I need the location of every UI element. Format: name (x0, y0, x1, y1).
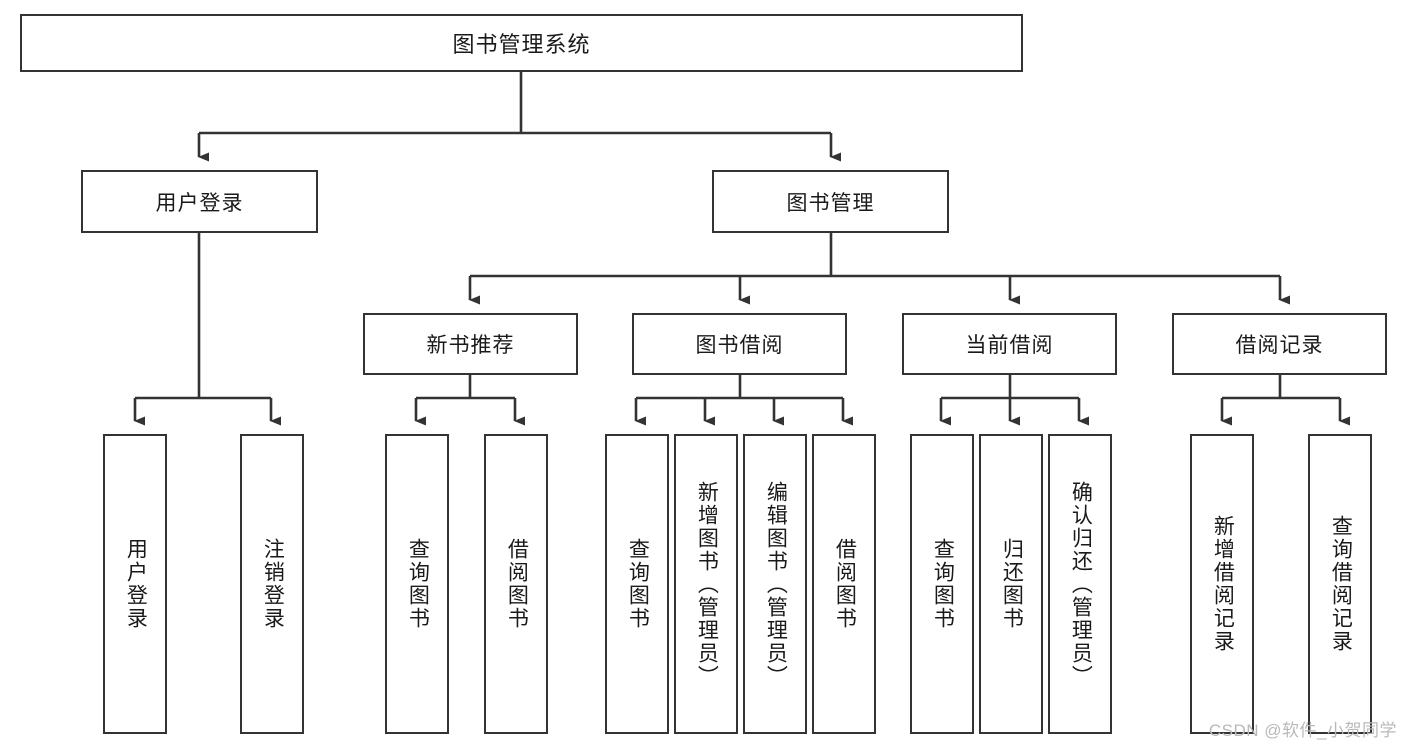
node-label: 用户登录 (155, 191, 244, 215)
leaf-query-books-borrowing[interactable]: 查询图书 (605, 434, 669, 734)
leaf-return-books[interactable]: 归还图书 (979, 434, 1043, 734)
node-label: 新增图书（管理员） (695, 480, 719, 688)
leaf-logout[interactable]: 注销登录 (240, 434, 304, 734)
node-label: 用户登录 (124, 538, 148, 630)
node-borrow-records[interactable]: 借阅记录 (1172, 313, 1387, 375)
leaf-edit-book-admin[interactable]: 编辑图书（管理员） (743, 434, 807, 734)
leaf-query-books-recommend[interactable]: 查询图书 (385, 434, 449, 734)
node-label: 归还图书 (1000, 538, 1024, 630)
leaf-add-borrow-record[interactable]: 新增借阅记录 (1190, 434, 1254, 734)
leaf-borrow-books-recommend[interactable]: 借阅图书 (484, 434, 548, 734)
node-new-book-recommendation[interactable]: 新书推荐 (363, 313, 578, 375)
node-label: 借阅图书 (505, 538, 529, 630)
leaf-query-borrow-record[interactable]: 查询借阅记录 (1308, 434, 1372, 734)
leaf-user-login[interactable]: 用户登录 (103, 434, 167, 734)
node-label: 当前借阅 (965, 334, 1054, 357)
node-label: 注销登录 (261, 538, 285, 630)
leaf-add-book-admin[interactable]: 新增图书（管理员） (674, 434, 738, 734)
node-label: 图书管理系统 (452, 32, 591, 57)
node-book-borrowing[interactable]: 图书借阅 (632, 313, 847, 375)
leaf-borrow-books-borrowing[interactable]: 借阅图书 (812, 434, 876, 734)
node-label: 图书管理 (786, 191, 875, 215)
node-label: 编辑图书（管理员） (764, 480, 788, 688)
node-current-borrowing[interactable]: 当前借阅 (902, 313, 1117, 375)
node-label: 确认归还（管理员） (1069, 480, 1093, 688)
node-root-book-management-system[interactable]: 图书管理系统 (20, 14, 1023, 72)
node-label: 查询图书 (931, 538, 955, 630)
node-book-management[interactable]: 图书管理 (712, 170, 949, 233)
node-user-login[interactable]: 用户登录 (81, 170, 318, 233)
node-label: 借阅记录 (1235, 334, 1324, 357)
leaf-query-books-current[interactable]: 查询图书 (910, 434, 974, 734)
node-label: 查询图书 (626, 538, 650, 630)
node-label: 新增借阅记录 (1211, 515, 1235, 653)
node-label: 图书借阅 (695, 334, 784, 357)
leaf-confirm-return-admin[interactable]: 确认归还（管理员） (1048, 434, 1112, 734)
node-label: 查询图书 (406, 538, 430, 630)
node-label: 查询借阅记录 (1329, 515, 1353, 653)
watermark: CSDN @软件_小贺同学 (1208, 721, 1397, 740)
node-label: 新书推荐 (426, 334, 515, 357)
node-label: 借阅图书 (833, 538, 857, 630)
